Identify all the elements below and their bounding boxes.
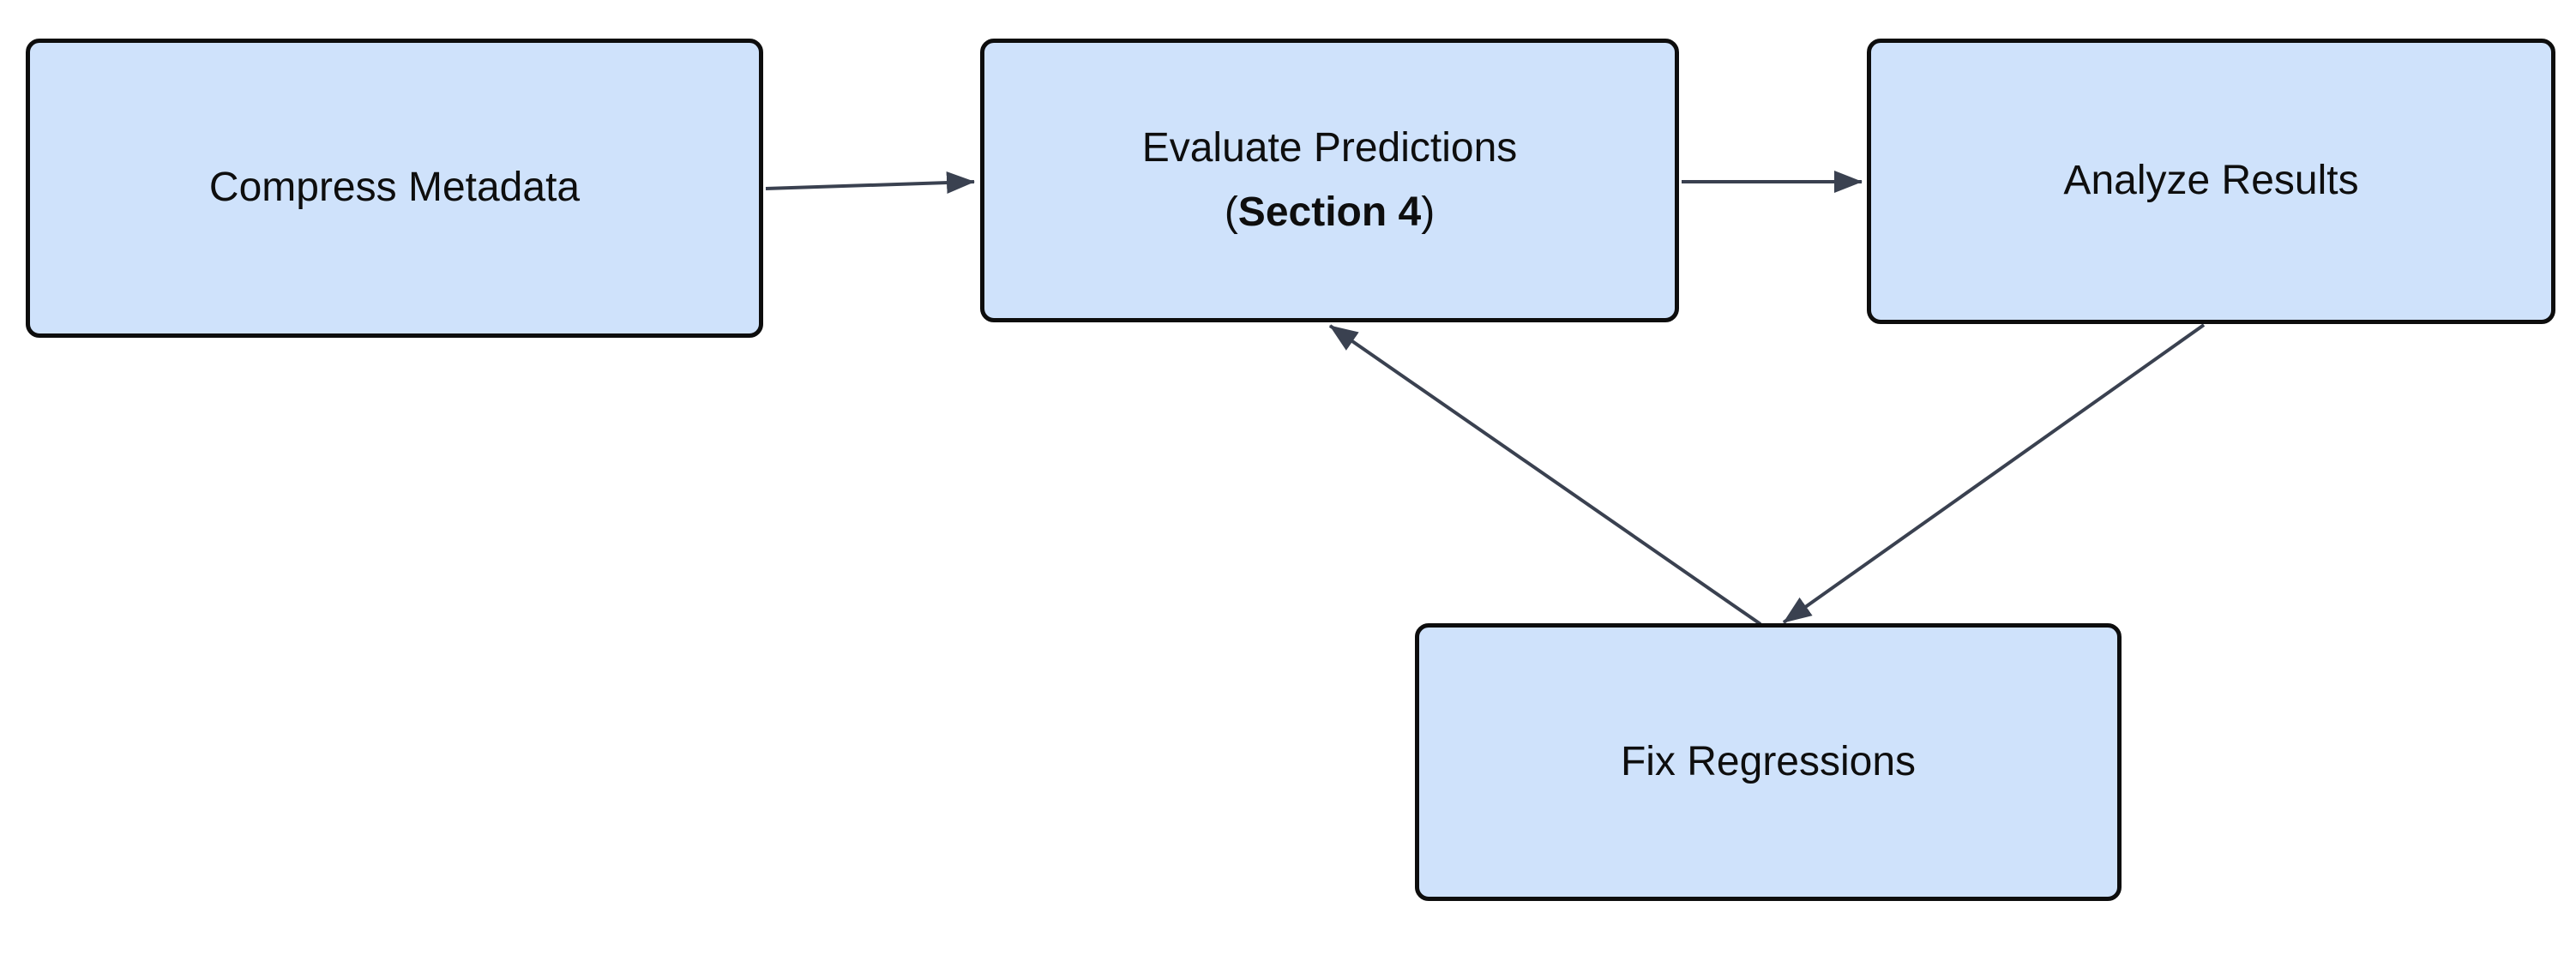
edge-fix-to-evaluate bbox=[1328, 324, 1762, 626]
node-analyze-results: Analyze Results bbox=[1867, 39, 2555, 324]
node-compress-metadata: Compress Metadata bbox=[26, 39, 763, 338]
node-evaluate-predictions: Evaluate Predictions (Section 4) bbox=[980, 39, 1679, 322]
edge-compress-to-evaluate bbox=[765, 171, 975, 195]
node-label: Compress Metadata bbox=[208, 165, 581, 211]
section-reference: Section 4 bbox=[1237, 189, 1422, 235]
node-label-line2: (Section 4) bbox=[1225, 181, 1435, 244]
node-label-line1: Evaluate Predictions bbox=[1141, 125, 1518, 171]
node-label: Fix Regressions bbox=[1620, 738, 1917, 784]
edge-analyze-to-fix bbox=[1782, 323, 2206, 624]
node-fix-regressions: Fix Regressions bbox=[1415, 623, 2122, 901]
paren-open: ( bbox=[1224, 189, 1238, 235]
paren-close: ) bbox=[1421, 189, 1435, 235]
node-label: Analyze Results bbox=[2063, 158, 2359, 204]
